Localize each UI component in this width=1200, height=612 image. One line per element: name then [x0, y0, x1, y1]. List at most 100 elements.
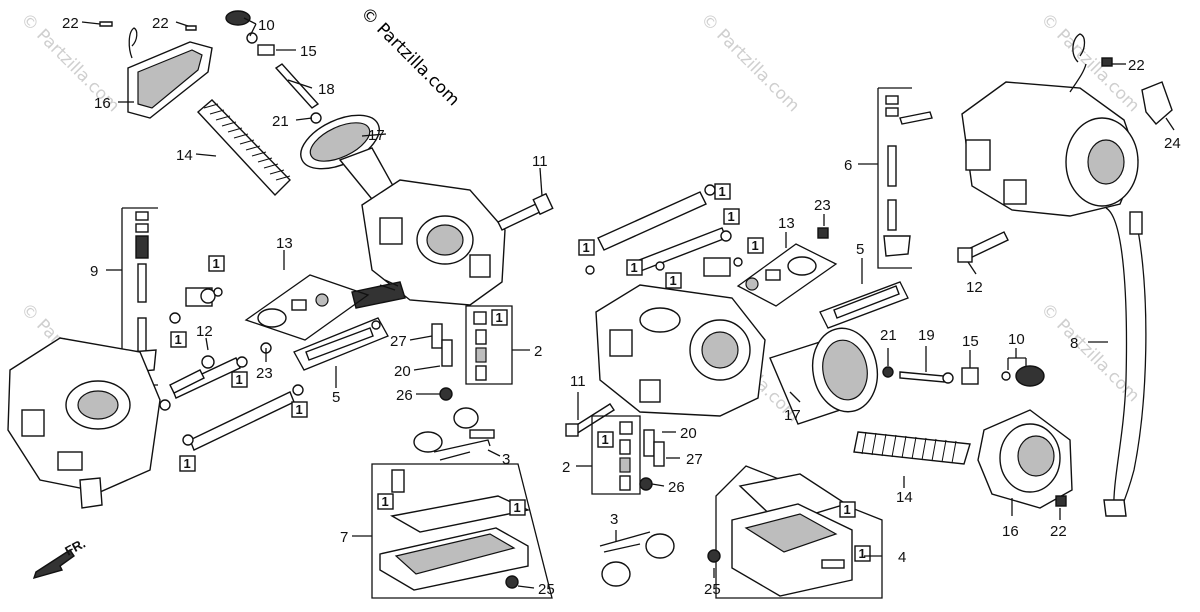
box-label: 1	[231, 371, 248, 388]
callout-12: 12	[966, 279, 983, 296]
box-label: 1	[491, 309, 508, 326]
needle-set-5-center	[819, 281, 909, 329]
callout-2: 2	[534, 343, 542, 360]
screw-22-right-bottom	[1055, 495, 1067, 507]
svg-text:1: 1	[213, 256, 220, 271]
callout-25: 25	[704, 581, 721, 598]
screw-11-center	[565, 403, 615, 437]
screw-12-right	[957, 231, 1009, 263]
svg-text:1: 1	[296, 402, 303, 417]
callout-22: 22	[152, 15, 169, 32]
watermark-main: © Partzilla.com	[356, 3, 463, 110]
carburetor-body-upper-left	[351, 179, 506, 309]
svg-text:1: 1	[382, 494, 389, 509]
callout-22: 22	[62, 15, 79, 32]
svg-text:1: 1	[496, 310, 503, 325]
svg-text:1: 1	[670, 273, 677, 288]
box-label: 1	[170, 331, 187, 348]
callout-18: 18	[318, 81, 335, 98]
svg-text:1: 1	[602, 432, 609, 447]
callout-3: 3	[610, 511, 618, 528]
front-arrow: FR.	[32, 536, 88, 580]
svg-text:1: 1	[719, 184, 726, 199]
callout-17: 17	[784, 407, 801, 424]
cable-8	[1103, 207, 1147, 517]
float-3-left	[413, 407, 495, 461]
screw-23-center	[817, 227, 829, 239]
needle-stack-6	[877, 87, 933, 269]
box-label: 1	[723, 208, 740, 225]
svg-text:1: 1	[236, 372, 243, 387]
callout-5: 5	[332, 389, 340, 406]
callout-10: 10	[1008, 331, 1025, 348]
box-label: 1	[714, 183, 731, 200]
box-label: 1	[839, 501, 856, 518]
svg-text:1: 1	[514, 500, 521, 515]
carburetor-body-upper-right	[961, 63, 1139, 217]
callout-10: 10	[258, 17, 275, 34]
box-label: 1	[208, 255, 225, 272]
box-label: 1	[578, 239, 595, 256]
box-label: 1	[626, 259, 643, 276]
float-bowl-4	[707, 465, 883, 599]
callout-5: 5	[856, 241, 864, 258]
small-parts-27-20-26-center	[639, 429, 665, 491]
callout-13: 13	[778, 215, 795, 232]
callout-9: 9	[90, 263, 98, 280]
float-bowl-7	[371, 463, 553, 599]
svg-text:1: 1	[175, 332, 182, 347]
callout-14: 14	[176, 147, 193, 164]
callout-4: 4	[898, 549, 906, 566]
callout-26: 26	[668, 479, 685, 496]
callout-7: 7	[340, 529, 348, 546]
callout-14: 14	[896, 489, 913, 506]
box-label: 1	[665, 272, 682, 289]
svg-text:1: 1	[859, 546, 866, 561]
callout-11: 11	[532, 153, 548, 170]
callout-24: 24	[1164, 135, 1181, 152]
pipes-left	[159, 342, 304, 451]
top-cover-right	[977, 409, 1073, 509]
box-label: 1	[854, 545, 871, 562]
callout-20: 20	[680, 425, 697, 442]
fitting-left	[169, 287, 223, 324]
carburetor-body-lower-left	[7, 337, 161, 509]
callout-16: 16	[1002, 523, 1019, 540]
callout-numbers: 22 22 10 15 18 16 21 17 14 11 9 13 12 23…	[62, 15, 1181, 598]
callout-3: 3	[502, 451, 510, 468]
watermark-faint: © Partzilla.com	[1036, 299, 1143, 406]
callout-15: 15	[962, 333, 979, 350]
top-cover-left	[127, 27, 213, 119]
needle-parts-right	[882, 365, 1045, 387]
callout-8: 8	[1070, 335, 1078, 352]
callout-21: 21	[272, 113, 289, 130]
svg-text:1: 1	[844, 502, 851, 517]
float-3-center	[599, 531, 675, 587]
callout-22: 22	[1128, 57, 1145, 74]
callout-26: 26	[396, 387, 413, 404]
small-parts-27-20-26-left	[431, 323, 453, 401]
box-label: 1	[747, 237, 764, 254]
diaphragm-center	[769, 327, 879, 425]
callout-16: 16	[94, 95, 111, 112]
callout-23: 23	[814, 197, 831, 214]
callout-13: 13	[276, 235, 293, 252]
box-labels: 1 1 1 1 1 1 1 1 1 1 1 1 1 1 1 1 1	[170, 183, 871, 562]
callout-6: 6	[844, 157, 852, 174]
svg-text:1: 1	[583, 240, 590, 255]
spring-left	[196, 99, 291, 197]
pipes-upper-center	[585, 184, 743, 277]
callout-12: 12	[196, 323, 213, 340]
box-label: 1	[597, 431, 614, 448]
callout-23: 23	[256, 365, 273, 382]
jet-set-2-left	[465, 305, 513, 385]
callout-19: 19	[918, 327, 935, 344]
callout-11: 11	[570, 373, 586, 390]
callout-17: 17	[368, 127, 385, 144]
callout-2: 2	[562, 459, 570, 476]
box-label: 1	[291, 401, 308, 418]
svg-text:1: 1	[752, 238, 759, 253]
callout-27: 27	[686, 451, 703, 468]
